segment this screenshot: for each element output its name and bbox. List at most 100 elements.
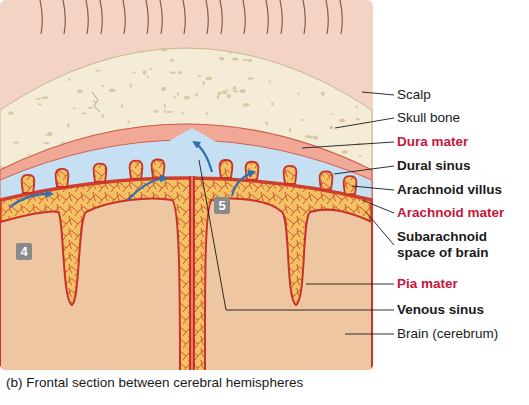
hair-strand xyxy=(326,0,328,34)
bone-pore xyxy=(88,107,93,109)
bone-pore xyxy=(269,80,271,83)
part-label: Venous sinus xyxy=(397,302,484,318)
bone-pore xyxy=(101,85,105,87)
part-label: Dural sinus xyxy=(397,158,471,174)
bone-pore xyxy=(122,42,124,46)
leader-line xyxy=(335,118,394,128)
part-label: Skull bone xyxy=(397,110,460,126)
bone-pore xyxy=(240,89,246,93)
bone-pore xyxy=(178,71,182,74)
bone-pore xyxy=(143,70,147,74)
bone-pore xyxy=(109,88,116,92)
bone-pore xyxy=(149,68,153,70)
bone-pore xyxy=(17,83,21,88)
flow-arrow xyxy=(10,194,52,207)
bone-pore xyxy=(339,119,345,123)
bone-pore xyxy=(226,89,228,91)
bone-pore xyxy=(321,92,325,96)
bone-pore xyxy=(170,72,176,74)
bone-pore xyxy=(342,150,348,154)
bone-pore xyxy=(25,59,27,62)
bone-pore xyxy=(170,59,174,62)
bone-pore xyxy=(8,112,14,116)
bone-pore xyxy=(184,96,190,100)
leader-line xyxy=(334,166,394,174)
flow-arrow xyxy=(128,178,166,200)
bone-pore xyxy=(36,98,42,100)
bone-pore xyxy=(166,111,173,113)
bone-pore xyxy=(232,57,239,60)
bone-pore xyxy=(43,142,49,144)
flow-arrow xyxy=(194,142,212,172)
arachnoid-villus xyxy=(246,162,259,180)
bone-pore xyxy=(313,135,318,139)
hair-strand xyxy=(160,0,162,34)
bone-pore xyxy=(62,44,69,49)
bone-pore xyxy=(356,118,360,121)
bone-pore xyxy=(301,119,306,121)
hair-strand xyxy=(280,0,282,34)
part-label: Dura mater xyxy=(397,134,468,150)
part-label: Arachnoid mater xyxy=(397,205,504,221)
bone-pore xyxy=(248,77,254,80)
hair-strand xyxy=(183,0,185,34)
bone-pore xyxy=(139,51,144,53)
dural-sinus xyxy=(0,140,372,370)
bone-pore xyxy=(227,94,231,98)
bone-pore xyxy=(6,58,12,62)
bone-pore xyxy=(359,155,362,157)
left-hemisphere xyxy=(0,199,180,371)
bone-pore xyxy=(182,45,185,48)
bone-pore xyxy=(195,93,198,97)
bone-pore xyxy=(293,57,296,59)
bone-pore xyxy=(297,93,299,95)
bone-pore xyxy=(5,79,10,81)
arachnoid-villus xyxy=(94,164,107,182)
bone-pore xyxy=(198,75,202,77)
bone-pore xyxy=(181,112,184,114)
bone-pore xyxy=(271,102,274,105)
bone-pore xyxy=(59,38,65,43)
bone-pore xyxy=(352,39,356,42)
hair-strand xyxy=(86,0,88,34)
falx-core xyxy=(191,176,193,370)
leader-line xyxy=(306,284,394,285)
hair-strand xyxy=(146,0,148,34)
bone-pore xyxy=(19,72,23,75)
hair-strand xyxy=(100,0,102,34)
hair xyxy=(40,0,342,34)
bone-pore xyxy=(38,103,42,105)
arachnoid-villus xyxy=(22,175,35,193)
bone-pore xyxy=(173,96,177,98)
arachnoid-villus xyxy=(220,160,233,178)
bone-pore xyxy=(206,112,209,115)
hair-strand xyxy=(303,0,305,34)
bone-pore xyxy=(221,90,227,94)
bone-pore xyxy=(0,103,2,105)
bone-pore xyxy=(15,92,20,96)
leader-line xyxy=(302,142,394,148)
leader-line xyxy=(362,200,394,213)
bone-pore xyxy=(62,44,64,46)
bone-pore xyxy=(217,95,219,100)
bone-pore xyxy=(132,72,135,74)
bone-pore xyxy=(54,60,57,63)
arachnoid-villus xyxy=(344,176,357,194)
part-label: Pia mater xyxy=(397,276,458,292)
hair-strand xyxy=(220,0,222,34)
bone-pore xyxy=(242,59,247,61)
bone-pore xyxy=(68,78,70,81)
dura-mater xyxy=(0,124,372,370)
bone-pore xyxy=(242,49,246,51)
arachnoid-villus xyxy=(56,169,69,187)
callout-number: 4 xyxy=(16,243,32,260)
bone-pore xyxy=(127,121,129,124)
bone-pore xyxy=(67,124,70,128)
bone-pore xyxy=(356,106,358,109)
section-drawing xyxy=(0,0,373,370)
bone-pore xyxy=(329,84,332,86)
callout-number: 5 xyxy=(214,197,230,214)
hair-strand xyxy=(63,0,65,34)
bone-pore xyxy=(261,41,264,44)
bone-pore xyxy=(233,86,236,90)
